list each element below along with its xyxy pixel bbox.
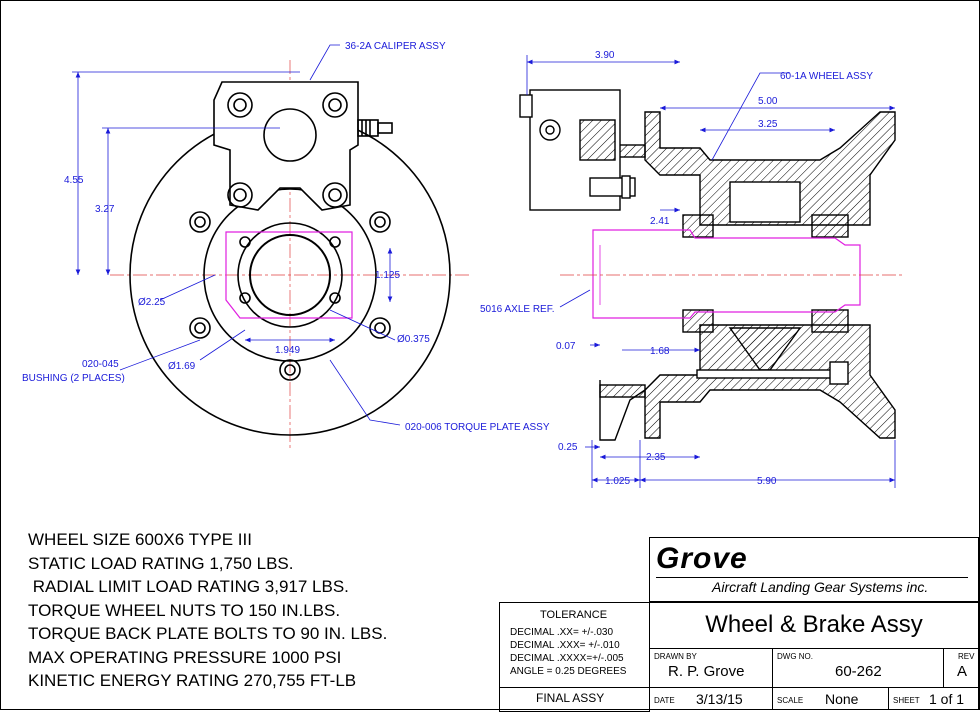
dim-5-90: 5.90	[757, 476, 777, 487]
front-view	[110, 60, 470, 450]
final-assy-cell: FINAL ASSY	[499, 687, 650, 710]
dim-3-25: 3.25	[758, 119, 778, 130]
section-view	[519, 89, 905, 441]
dim-1-949: 1.949	[275, 345, 300, 356]
drawing-title: Wheel & Brake Assy	[705, 611, 923, 638]
company-subtitle: Aircraft Landing Gear Systems inc.	[712, 579, 929, 595]
date: 3/13/15	[696, 691, 743, 707]
company-block: Grove Aircraft Landing Gear Systems inc.	[649, 537, 979, 602]
scale-label: SCALE	[777, 696, 804, 705]
dim-1-68: 1.68	[650, 346, 670, 357]
dwg-no-label: DWG NO.	[777, 652, 813, 661]
drawn-by: R. P. Grove	[668, 663, 745, 680]
drawn-by-label: DRAWN BY	[654, 652, 697, 661]
dim-dia-1-69: Ø1.69	[168, 361, 196, 372]
scale-cell: SCALE None	[772, 687, 889, 710]
callout-torque-plate: 020-006 TORQUE PLATE ASSY	[405, 422, 550, 433]
dim-2-35: 2.35	[646, 452, 666, 463]
callout-bushing: BUSHING (2 PLACES)	[22, 373, 125, 384]
dim-0-07: 0.07	[556, 341, 576, 352]
note-line: RADIAL LIMIT LOAD RATING 3,917 LBS.	[28, 577, 349, 596]
axle	[592, 229, 861, 319]
scale: None	[825, 691, 859, 707]
rev-label: REV	[958, 652, 975, 661]
wheel-section-bottom	[644, 324, 896, 439]
dim-3-90: 3.90	[595, 50, 615, 61]
dwg-no-cell: DWG NO. 60-262	[772, 648, 944, 688]
rev: A	[957, 663, 968, 680]
dim-0-25: 0.25	[558, 442, 578, 453]
sheet-cell: SHEET 1 of 1	[888, 687, 979, 710]
final-assy: FINAL ASSY	[536, 691, 605, 705]
note-line: KINETIC ENERGY RATING 270,755 FT-LB	[28, 671, 357, 690]
dim-4-55: 4.55	[64, 175, 84, 186]
drawn-by-cell: DRAWN BY R. P. Grove	[649, 648, 773, 688]
dwg-no: 60-262	[835, 663, 882, 680]
tolerance-line: DECIMAL .XXXX=+/-.005	[510, 653, 624, 664]
date-label: DATE	[654, 696, 675, 705]
tolerance-line: DECIMAL .XXX= +/-.010	[510, 640, 620, 651]
rev-cell: REV A	[943, 648, 979, 688]
wheel-section-top	[644, 111, 896, 226]
callout-wheel: 60-1A WHEEL ASSY	[780, 71, 873, 82]
dim-5-00: 5.00	[758, 96, 778, 107]
title-cell: Wheel & Brake Assy	[649, 602, 979, 649]
dim-1-125: 1.125	[375, 270, 400, 281]
note-line: TORQUE WHEEL NUTS TO 150 IN.LBS.	[28, 601, 341, 620]
tolerance-heading: TOLERANCE	[540, 609, 608, 621]
sheet: 1 of 1	[929, 691, 965, 707]
note-line: STATIC LOAD RATING 1,750 LBS.	[28, 554, 294, 573]
dim-2-41: 2.41	[650, 216, 670, 227]
note-line: TORQUE BACK PLATE BOLTS TO 90 IN. LBS.	[28, 624, 388, 643]
callout-axle: 5016 AXLE REF.	[480, 304, 555, 315]
note-line: WHEEL SIZE 600X6 TYPE III	[28, 530, 252, 549]
tolerance-line: DECIMAL .XX= +/-.030	[510, 627, 614, 638]
torque-plate	[225, 231, 353, 319]
callout-caliper: 36-2A CALIPER ASSY	[345, 41, 446, 52]
dimension-text: 36-2A CALIPER ASSY 60-1A WHEEL ASSY 5016…	[22, 41, 873, 487]
company-logo: Grove	[656, 542, 748, 575]
note-line: MAX OPERATING PRESSURE 1000 PSI	[28, 648, 342, 667]
dim-dia-2-25: Ø2.25	[138, 297, 166, 308]
dim-3-27: 3.27	[95, 204, 115, 215]
dim-1-025: 1.025	[605, 476, 630, 487]
dim-dia-0-375: Ø0.375	[397, 334, 430, 345]
dimension-lines	[72, 44, 896, 488]
caliper-body	[213, 81, 359, 211]
sheet-label: SHEET	[893, 696, 920, 705]
date-cell: DATE 3/13/15	[649, 687, 773, 710]
callout-bushing-part: 020-045	[82, 359, 119, 370]
tolerance-line: ANGLE = 0.25 DEGREES	[510, 666, 627, 677]
